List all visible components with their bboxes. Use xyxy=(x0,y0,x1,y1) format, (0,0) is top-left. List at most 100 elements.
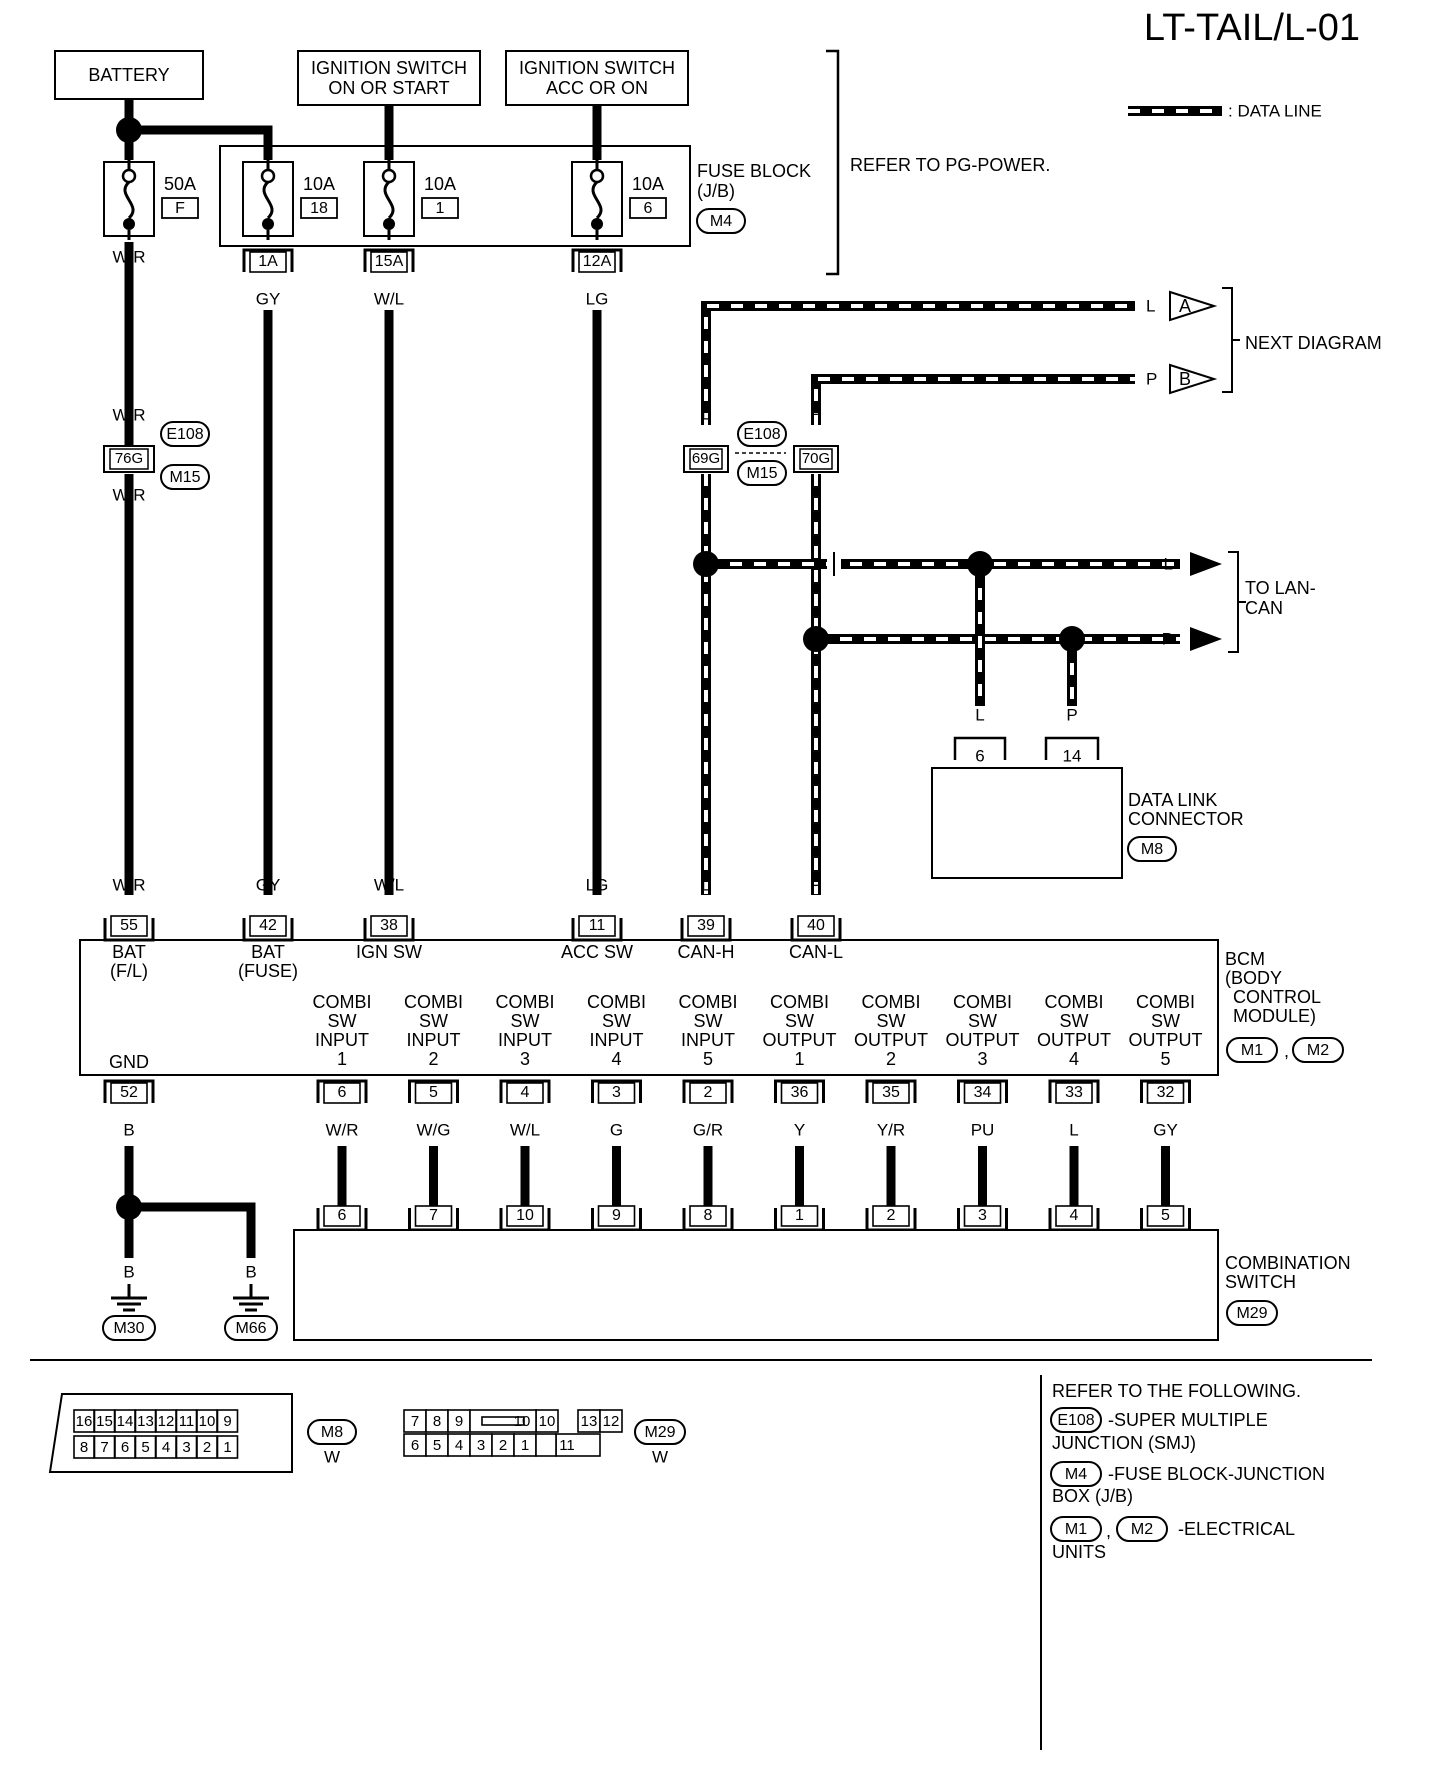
m29-pin-number: 4 xyxy=(455,1437,463,1454)
bcm-combi-pin-pin: 32 xyxy=(1157,1084,1175,1101)
fuse-10a-18-top-terminal xyxy=(260,168,276,184)
fuse-block-terminal-pin-box xyxy=(249,251,287,273)
bcm-combi-pin-shell xyxy=(1048,1079,1100,1103)
reference-m4-tag xyxy=(1050,1461,1102,1487)
next-arrow-b-label: B xyxy=(1179,369,1191,389)
bcm-pin-label: (FUSE) xyxy=(238,961,298,981)
combination-switch-pin-pin: 5 xyxy=(1161,1207,1170,1224)
conn-m15-right: M15 xyxy=(746,465,777,482)
wire-color-label: B xyxy=(123,1120,134,1139)
bcm-combi-pin-pin: 33 xyxy=(1065,1084,1083,1101)
wire-color-label: W/L xyxy=(510,1120,540,1139)
m8-view-conn: M8 xyxy=(321,1424,343,1441)
wire-color-label: PU xyxy=(971,1120,995,1139)
ground-m30-conn-tag xyxy=(102,1315,156,1341)
bcm-combi-label: SW xyxy=(877,1011,906,1031)
bcm-combi-pin-pin: 35 xyxy=(882,1084,900,1101)
combination-switch-conn-tag xyxy=(1226,1300,1278,1326)
wire-color-label: Y xyxy=(794,1120,805,1139)
bcm-combi-label: COMBI xyxy=(770,992,829,1012)
m8-pin-number: 7 xyxy=(100,1439,108,1456)
combination-switch-title2: SWITCH xyxy=(1225,1272,1296,1292)
bcm-pin-pin-box xyxy=(687,915,725,937)
combination-switch-box xyxy=(293,1229,1219,1341)
m29-pin-number: 1 xyxy=(521,1437,529,1454)
bcm-combi-pin-pin: 5 xyxy=(429,1084,438,1101)
bcm-combi-label: 5 xyxy=(1160,1049,1170,1069)
dlc-box xyxy=(931,767,1123,879)
bcm-combi-label: 2 xyxy=(886,1049,896,1069)
bcm-conn1: M1 xyxy=(1241,1042,1263,1059)
bcm-combi-pin-pin: 34 xyxy=(974,1084,992,1101)
bcm-combi-label: COMBI xyxy=(495,992,554,1012)
page-title: LT-TAIL/L-01 xyxy=(1144,7,1360,49)
ign-on-start-box xyxy=(297,50,481,106)
bcm-combi-label: COMBI xyxy=(861,992,920,1012)
bcm-combi-label: SW xyxy=(968,1011,997,1031)
m29-pin-number: 7 xyxy=(411,1413,419,1430)
wire-color-label: L xyxy=(701,875,710,894)
wire-color-label: G xyxy=(610,1120,623,1139)
bcm-combi-label: OUTPUT xyxy=(1037,1030,1111,1050)
fuse-50a-top-terminal xyxy=(121,168,137,184)
can-h-to-next-outline xyxy=(701,301,1135,425)
jc-69g-pin: 69G xyxy=(692,450,720,467)
bcm-pin-pin: 38 xyxy=(380,917,398,934)
m8-pin-number: 16 xyxy=(76,1413,93,1430)
bcm-combi-pin-pin-box xyxy=(506,1082,544,1104)
legend-label: : DATA LINE xyxy=(1228,101,1322,120)
wire-color-label: W/R xyxy=(112,405,145,424)
bcm-title2: (BODY xyxy=(1225,968,1282,988)
fuse-block-terminal-shell xyxy=(571,248,623,272)
next-arrow-a-label: A xyxy=(1179,296,1191,316)
combination-switch-pin-pin: 2 xyxy=(887,1207,896,1224)
bcm-title3: CONTROL xyxy=(1233,987,1321,1007)
dlc-conn-tag xyxy=(1127,836,1177,862)
dlc-pin: 14 xyxy=(1063,746,1082,765)
bcm-pin-pin: 42 xyxy=(259,917,277,934)
splice-can-h-dlc xyxy=(967,551,993,577)
fuse-amp: 50A xyxy=(164,174,196,194)
bcm-combi-label: SW xyxy=(694,1011,723,1031)
m29-cell xyxy=(599,1409,623,1433)
combination-switch-pin-pin: 3 xyxy=(978,1207,987,1224)
dlc-pin: 6 xyxy=(975,746,984,765)
m8-connector-shell xyxy=(48,1393,293,1473)
battery-to-fuse18 xyxy=(129,125,273,160)
conn-e108-right-tag xyxy=(737,421,787,447)
bcm-combi-label: 5 xyxy=(703,1049,713,1069)
m29-color: W xyxy=(652,1447,668,1466)
fuse-id-box xyxy=(161,197,199,219)
wire-color-label: GY xyxy=(1153,1120,1178,1139)
fuse-block-terminal-pin-box xyxy=(370,251,408,273)
reference-text2: JUNCTION (SMJ) xyxy=(1052,1433,1196,1453)
bcm-pin-label: (F/L) xyxy=(110,961,148,981)
bcm-conn1-tag xyxy=(1226,1037,1278,1063)
conn-m15-right-tag xyxy=(737,460,787,486)
fuse-amp: 10A xyxy=(632,174,664,194)
combination-switch-pin-pin-box xyxy=(323,1205,361,1227)
bcm-pin-shell xyxy=(571,918,623,942)
m8-pin-number: 5 xyxy=(141,1439,149,1456)
conn-e108-right: E108 xyxy=(743,426,780,443)
fuse-10a-1-top-terminal xyxy=(381,168,397,184)
bcm-pin-label: IGN SW xyxy=(356,942,422,962)
m29-pin-number: 5 xyxy=(433,1437,441,1454)
m8-pin-number: 6 xyxy=(121,1439,129,1456)
bcm-combi-label: COMBI xyxy=(404,992,463,1012)
can-h-to-next-dash xyxy=(704,304,1135,425)
fuse-block-terminal-pin-box xyxy=(578,251,616,273)
splice-can-h xyxy=(693,551,719,577)
bcm-box xyxy=(79,939,1219,1076)
combination-switch-pin-pin: 4 xyxy=(1070,1207,1079,1224)
combination-switch-pin-pin: 7 xyxy=(429,1207,438,1224)
wire-color-label: L xyxy=(1069,1120,1078,1139)
can-l-to-next-dash xyxy=(814,377,1135,425)
reference-m2-tag xyxy=(1116,1516,1168,1542)
battery-box xyxy=(54,50,204,100)
next-arrow-a xyxy=(1169,290,1218,322)
dlc-pin14-shell xyxy=(1044,736,1100,760)
m29-pin-number: 10 xyxy=(514,1413,531,1430)
bcm-pin-pin-box xyxy=(110,915,148,937)
